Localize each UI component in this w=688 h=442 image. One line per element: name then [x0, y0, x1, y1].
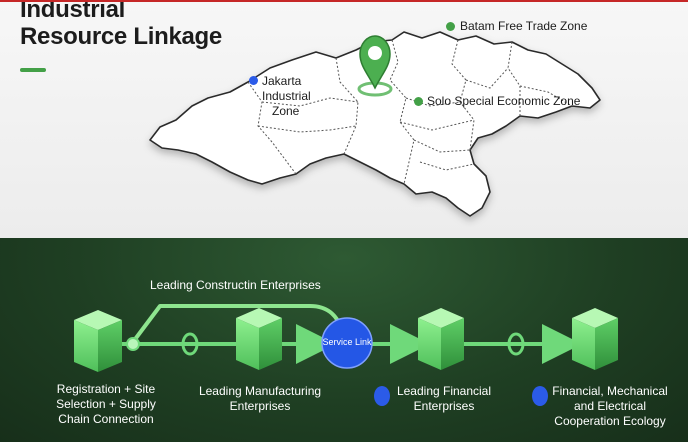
title-line-2: Resource Linkage	[20, 23, 222, 50]
node-1-label-line-1: Registration + Site	[56, 382, 156, 396]
ring-connector-icon	[507, 332, 525, 356]
cube-node-4-icon	[572, 308, 618, 370]
service-link-label: Service Link	[322, 337, 372, 347]
batam-marker-icon	[446, 22, 455, 31]
cube-node-2-icon	[236, 308, 282, 370]
node-1-label-line-3: Chain Connection	[58, 412, 154, 426]
map-landmass	[149, 31, 601, 217]
jakarta-label-line-3: Zone	[272, 104, 300, 118]
jakarta-label-line-2: Industrial	[262, 89, 311, 103]
node-4-marker-icon	[532, 386, 548, 406]
node-4-label-line-3: Cooperation Ecology	[554, 414, 666, 428]
cube-node-3-icon	[418, 308, 464, 370]
top-route-label: Leading Constructin Enterprises	[150, 278, 321, 292]
flow-diagram	[74, 304, 618, 372]
node-3-marker-icon	[374, 386, 390, 406]
jakarta-label: Jakarta Industrial Zone	[262, 74, 311, 119]
title-underline	[20, 68, 46, 72]
node-4-label: Financial, Mechanical and Electrical Coo…	[540, 384, 680, 429]
batam-label: Batam Free Trade Zone	[460, 19, 588, 33]
node-1-label: Registration + Site Selection + Supply C…	[36, 382, 176, 427]
node-3-label: Leading Financial Enterprises	[384, 384, 504, 414]
node-2-label-line-1: Leading Manufacturing	[198, 384, 322, 398]
node-2-label-line-2: Enterprises	[229, 399, 291, 413]
flow-section: Leading Constructin Enterprises Service …	[0, 238, 688, 442]
node-3-label-line-1: Leading Financial	[396, 384, 492, 398]
region-map	[149, 31, 601, 217]
solo-label: Solo Special Economic Zone	[427, 94, 581, 108]
node-4-label-line-1: Financial, Mechanical	[552, 384, 668, 398]
jakarta-label-line-1: Jakarta	[262, 74, 302, 88]
node-3-label-line-2: Enterprises	[413, 399, 475, 413]
solo-marker-icon	[414, 97, 423, 106]
title-line-1: Industrial	[20, 0, 126, 23]
cube-node-1-icon	[74, 310, 122, 372]
ring-connector-icon	[181, 332, 199, 356]
page-title: Industrial Resource Linkage	[20, 0, 222, 50]
jakarta-marker-icon	[249, 76, 258, 85]
node-4-label-line-2: and Electrical	[573, 399, 647, 413]
location-pin-icon	[359, 35, 391, 90]
node-2-label: Leading Manufacturing Enterprises	[190, 384, 330, 414]
node-1-label-line-2: Selection + Supply	[56, 397, 156, 411]
service-link-node	[321, 317, 373, 369]
map-borders	[247, 39, 573, 185]
junction-dot	[126, 337, 140, 351]
map-section: Industrial Resource Linkage	[0, 0, 688, 240]
